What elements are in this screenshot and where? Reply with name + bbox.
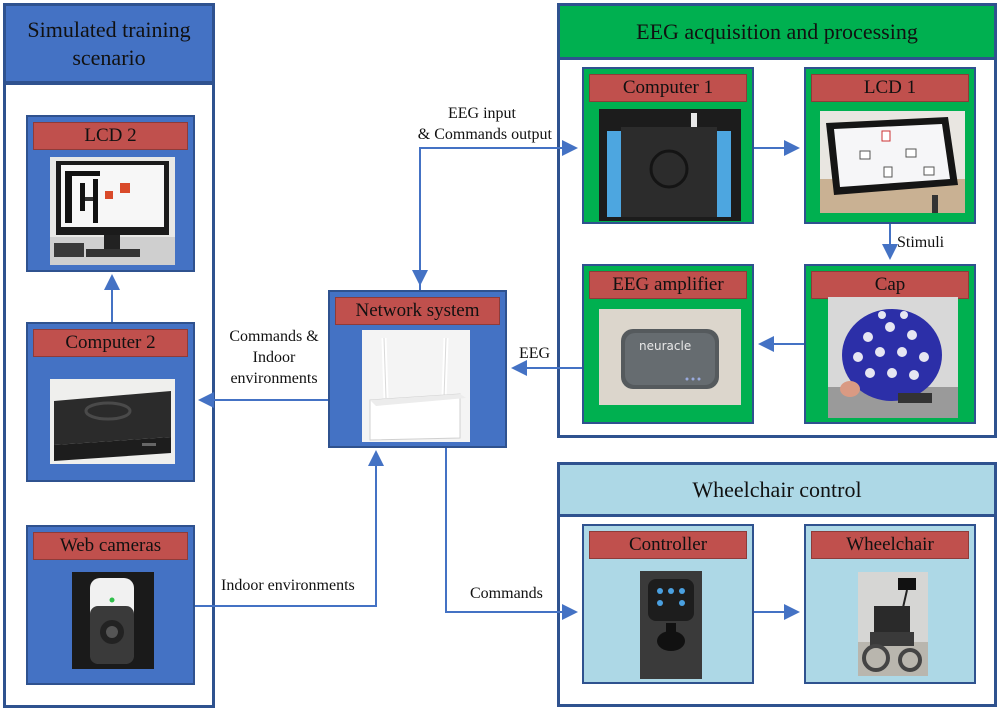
network-system-module: Network system bbox=[328, 290, 507, 448]
lcd1-label: LCD 1 bbox=[811, 74, 969, 102]
wheelchair-title: Wheelchair control bbox=[557, 462, 997, 517]
eeg-title-text: EEG acquisition and processing bbox=[636, 18, 918, 44]
network-system-photo bbox=[362, 330, 470, 442]
wheelchair-module: Wheelchair bbox=[804, 524, 976, 684]
webcams-label: Web cameras bbox=[33, 532, 188, 560]
computer1-label: Computer 1 bbox=[589, 74, 747, 102]
computer2-label: Computer 2 bbox=[33, 329, 188, 357]
wheelchair-title-text: Wheelchair control bbox=[692, 476, 862, 502]
webcams-module: Web cameras bbox=[26, 525, 195, 685]
eeg-amplifier-photo: neuracle bbox=[599, 309, 741, 405]
computer2-photo bbox=[50, 379, 175, 464]
cap-label: Cap bbox=[811, 271, 969, 299]
wheelchair-label: Wheelchair bbox=[811, 531, 969, 559]
lcd1-photo bbox=[820, 111, 965, 213]
label-commands-indoor-env: Commands & Indoor environments bbox=[222, 327, 326, 389]
label-commands: Commands bbox=[470, 585, 543, 602]
webcams-photo bbox=[72, 572, 154, 669]
eeg-amplifier-module: EEG amplifier neuracle bbox=[582, 264, 754, 424]
wheelchair-photo bbox=[858, 572, 928, 676]
label-stimuli: Stimuli bbox=[897, 234, 945, 251]
label-environments: environments bbox=[230, 369, 318, 387]
arrow-network-to-controller bbox=[445, 448, 578, 620]
label-commands-output: & Commands output bbox=[417, 125, 552, 143]
amplifier-brand-text: neuracle bbox=[639, 339, 692, 353]
network-system-label: Network system bbox=[335, 297, 500, 325]
simulated-training-title: Simulated training scenario bbox=[3, 3, 215, 84]
controller-photo bbox=[640, 571, 702, 679]
lcd2-label: LCD 2 bbox=[33, 122, 188, 150]
computer1-module: Computer 1 bbox=[582, 67, 754, 224]
computer1-photo bbox=[599, 109, 741, 221]
simulated-training-title-line1: Simulated training bbox=[27, 17, 191, 42]
label-commands-and: Commands & bbox=[229, 328, 319, 345]
controller-label: Controller bbox=[589, 531, 747, 559]
eeg-title: EEG acquisition and processing bbox=[557, 3, 997, 60]
lcd2-module: LCD 2 bbox=[26, 115, 195, 272]
computer2-module: Computer 2 bbox=[26, 322, 195, 482]
eeg-amplifier-label: EEG amplifier bbox=[589, 271, 747, 299]
controller-module: Controller bbox=[582, 524, 754, 684]
arrow-computer1-network-bidirectional bbox=[419, 140, 578, 290]
label-eeg: EEG bbox=[519, 345, 551, 362]
lcd2-photo bbox=[50, 157, 175, 265]
cap-photo bbox=[828, 297, 958, 418]
label-indoor: Indoor bbox=[252, 348, 296, 366]
label-eeg-input: EEG input bbox=[448, 105, 516, 122]
label-indoor-environments: Indoor environments bbox=[221, 577, 355, 594]
simulated-training-title-line2: scenario bbox=[72, 44, 146, 70]
label-eeg-input-commands-output: EEG input & Commands output bbox=[402, 104, 552, 146]
lcd1-module: LCD 1 bbox=[804, 67, 976, 224]
arrow-webcams-to-network bbox=[195, 450, 384, 607]
cap-module: Cap bbox=[804, 264, 976, 424]
